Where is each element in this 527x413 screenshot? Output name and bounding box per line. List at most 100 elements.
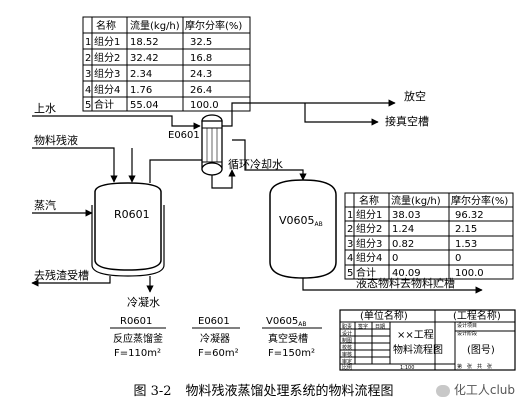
- product-cell: 5: [347, 268, 353, 279]
- feed-cell: 1: [85, 37, 91, 48]
- tb-left-label: 设计: [342, 330, 352, 337]
- product-table-total-row: 5 合计 40.09 100.0: [344, 264, 514, 280]
- feed-cell: 3: [85, 69, 91, 80]
- equip-tag: V0605: [266, 316, 298, 327]
- feed-cell: 26.4: [190, 85, 212, 96]
- feed-header-name: 名称: [96, 19, 116, 32]
- kettle-tag: R0601: [114, 208, 150, 221]
- tb-scale-label: 比例: [342, 364, 352, 371]
- drawing-no: (图号): [467, 344, 495, 356]
- condensate-label: 冷凝水: [127, 295, 160, 309]
- product-header-name: 名称: [359, 194, 379, 207]
- svg-text:V0605AB: V0605AB: [266, 316, 307, 328]
- product-cell: 1: [347, 210, 353, 221]
- product-cell: 1.24: [392, 224, 414, 235]
- tb-left-label: 审定: [342, 358, 352, 365]
- feed-cell: 组分2: [94, 51, 120, 64]
- figure-number: 图 3-2: [133, 384, 172, 399]
- feed-table-total-row: 5 合计 55.04 100.0: [82, 96, 251, 112]
- tb-sheet-label: 第: [457, 363, 462, 370]
- drawing-title-1: ××工程: [397, 329, 434, 341]
- feed-composition-table: 名称 流量(kg/h) 摩尔分率(%) 1 组分1 18.52 32.5 2 组…: [82, 16, 251, 98]
- product-cell: 0: [455, 253, 461, 264]
- feed-cell: 组分3: [94, 67, 120, 80]
- equip-name: 反应蒸馏釜: [113, 332, 163, 345]
- product-cell: 组分1: [356, 208, 382, 221]
- watermark: 化工人club: [435, 381, 515, 398]
- cooling-water-label: 循环冷却水: [228, 158, 283, 171]
- feed-cell: 2.34: [130, 69, 152, 80]
- process-lines: [31, 99, 483, 294]
- product-cell: 组分3: [356, 237, 382, 250]
- equip-spec: F=110m²: [114, 348, 161, 359]
- feed-cell: 100.0: [190, 100, 219, 111]
- product-header-molar: 摩尔分率(%): [451, 194, 508, 207]
- vacuum-label: 接真空槽: [385, 114, 429, 128]
- tb-left-label: 审核: [342, 351, 352, 358]
- tb-right-label: 设计项目: [457, 322, 477, 329]
- water-in-label: 上水: [34, 102, 56, 115]
- tb-right-label: 设计阶段: [457, 330, 477, 337]
- feed-cell: 合计: [94, 98, 114, 111]
- unit-name: (单位名称): [360, 309, 408, 322]
- vent-label: 放空: [404, 89, 426, 103]
- tb-sheet-label: 共: [477, 363, 482, 370]
- tb-left-label: 职责: [342, 323, 352, 330]
- title-block: [339, 309, 516, 371]
- tb-left-label: 制图: [342, 337, 352, 344]
- condenser-tag: E0601: [168, 130, 200, 141]
- feed-cell: 组分1: [94, 35, 120, 48]
- tb-scale-value: 1:100: [400, 365, 414, 371]
- project-name: (工程名称): [453, 309, 501, 322]
- tb-sign-label: 签字: [358, 323, 368, 330]
- feed-cell: 55.04: [130, 100, 159, 111]
- product-header-flow: 流量(kg/h): [391, 194, 441, 207]
- watermark-text: 化工人club: [453, 383, 515, 397]
- figure-title: 物料残液蒸馏处理系统的物料流程图: [185, 384, 394, 399]
- product-cell: 合计: [356, 266, 376, 279]
- stream-labels: 上水 物料残液 蒸汽 放空 接真空槽 循环冷却水 去残渣受槽 冷凝水 液态物料去…: [34, 89, 455, 309]
- product-cell: 2: [347, 224, 353, 235]
- feed-cell: 18.52: [130, 37, 159, 48]
- equip-tag: R0601: [120, 316, 152, 327]
- svg-text:V0605AB: V0605AB: [279, 214, 323, 228]
- feed-cell: 16.8: [190, 53, 212, 64]
- feed-cell: 32.42: [130, 53, 159, 64]
- feed-header-flow: 流量(kg/h): [130, 19, 180, 32]
- feed-cell: 组分4: [94, 83, 120, 96]
- product-cell: 40.09: [392, 268, 421, 279]
- tb-sign-label: 日期: [375, 324, 385, 330]
- feed-cell: 1.76: [130, 85, 152, 96]
- residue-out-label: 去残渣受槽: [34, 268, 89, 282]
- product-composition-table: 名称 流量(kg/h) 摩尔分率(%) 1 组分1 38.03 96.32 2 …: [344, 192, 514, 266]
- equip-name: 真空受槽: [268, 332, 308, 345]
- product-cell: 3: [347, 239, 353, 250]
- chat-bubble-icon: [435, 384, 450, 397]
- product-cell: 0.82: [392, 239, 414, 250]
- product-cell: 0: [392, 253, 398, 264]
- feed-cell: 2: [85, 53, 91, 64]
- tb-left-label: 校核: [342, 344, 352, 351]
- feed-header-molar: 摩尔分率(%): [185, 19, 242, 32]
- equip-tag-suffix: AB: [298, 321, 306, 328]
- tb-sheet-label: 张: [467, 363, 472, 370]
- tb-sheet-label: 张: [487, 363, 492, 370]
- product-cell: 4: [347, 253, 353, 264]
- equip-spec: F=150m²: [268, 348, 315, 359]
- product-cell: 96.32: [455, 210, 484, 221]
- equip-tag: E0601: [198, 316, 230, 327]
- reactor-kettle-r0601: R0601: [91, 182, 165, 277]
- product-cell: 100.0: [455, 268, 484, 279]
- figure-caption: 图 3-2 物料残液蒸馏处理系统的物料流程图: [0, 380, 527, 399]
- steam-label: 蒸汽: [34, 198, 56, 212]
- equipment-list: R0601 反应蒸馏釜 F=110m² E0601 冷凝器 F=60m² V06…: [110, 316, 322, 359]
- condenser-e0601: E0601: [168, 114, 223, 176]
- product-cell: 2.15: [455, 224, 477, 235]
- product-cell: 组分4: [356, 251, 382, 264]
- product-cell: 38.03: [392, 210, 421, 221]
- drawing-title-2: 物料流程图: [393, 343, 443, 356]
- residue-feed-label: 物料残液: [34, 133, 78, 147]
- product-cell: 1.53: [455, 239, 477, 250]
- vacuum-receiver-v0605ab: V0605AB: [269, 179, 337, 279]
